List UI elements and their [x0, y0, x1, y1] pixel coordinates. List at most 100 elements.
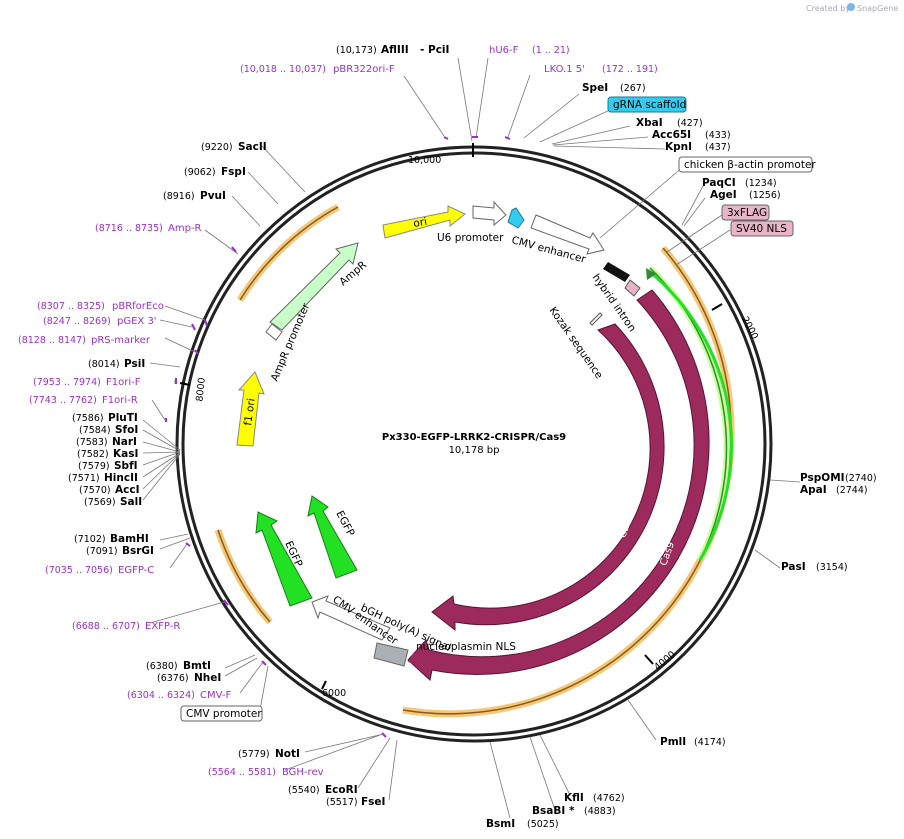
primer-egfpc-name[interactable]: EGFP-C — [118, 565, 154, 576]
tick-6000 — [321, 680, 327, 690]
primer-pbrforeco-range: (8307 .. 8325) — [37, 301, 105, 312]
primer-hu6f-range: (1 .. 21) — [532, 45, 570, 56]
ampr-arc — [239, 206, 339, 301]
enzyme-bsabi-pos: (4883) — [584, 806, 616, 817]
primer-prsmarker-name[interactable]: pRS-marker — [91, 335, 151, 346]
cmv-promoter-label[interactable]: CMV promoter — [186, 708, 262, 720]
enzyme-afliii-name[interactable]: AflIII — [381, 44, 409, 56]
egfp-right-line — [649, 270, 733, 561]
primer-pbrforeco-name[interactable]: pBRforEco — [112, 301, 164, 312]
enzyme-spei-name[interactable]: SpeI — [582, 82, 608, 94]
grna-scaffold-box — [607, 96, 687, 113]
enzyme-bmti-pos: (6380) — [146, 661, 178, 672]
primer-pbr322-range: (10,018 .. 10,037) — [240, 64, 326, 75]
enzyme-bmti-name[interactable]: BmtI — [183, 660, 211, 672]
primer-hu6f-name[interactable]: hU6-F — [489, 45, 519, 56]
enzyme-pmli-name[interactable]: PmlI — [660, 736, 686, 748]
primer-f1orir-name[interactable]: F1ori-R — [102, 395, 138, 406]
kozak-block — [589, 312, 603, 326]
cas9-outer-arc — [402, 247, 732, 715]
enzyme-fspi-name[interactable]: FspI — [221, 166, 246, 178]
tick-label-8000: 8000 — [194, 377, 207, 402]
enzyme-pasi-name[interactable]: PasI — [781, 561, 806, 573]
enzyme-fspi-pos: (9062) — [184, 167, 216, 178]
primer-ampr-name[interactable]: Amp-R — [168, 223, 202, 234]
grna-scaffold-label[interactable]: gRNA scaffold — [613, 99, 686, 111]
enzyme-hincii-name[interactable]: HincII — [104, 472, 138, 484]
enzyme-sbfi-name[interactable]: SbfI — [114, 460, 138, 472]
primer-exfpr-range: (6688 .. 6707) — [72, 621, 140, 632]
tick-8000 — [179, 382, 191, 386]
primer-cmvf-name[interactable]: CMV-F — [200, 690, 231, 701]
primer-labels: hU6-F (1 .. 21) LKO.1 5' (172 .. 191) (1… — [18, 45, 658, 778]
enzyme-ecori-name[interactable]: EcoRI — [325, 784, 358, 796]
3xflag-box — [721, 204, 770, 221]
enzyme-paqci-name[interactable]: PaqCI — [702, 177, 736, 189]
egfp-arc — [217, 529, 271, 623]
primer-pgex3-name[interactable]: pGEX 3' — [117, 316, 157, 327]
enzyme-fsei-name[interactable]: FseI — [361, 796, 385, 808]
primer-f1orif-name[interactable]: F1ori-F — [106, 377, 141, 388]
primer-lko1-range: (172 .. 191) — [602, 64, 658, 75]
enzyme-noti-pos: (5779) — [238, 749, 270, 760]
enzyme-pvui-name[interactable]: PvuI — [200, 190, 226, 202]
f1-ori-label: f1 ori — [242, 398, 258, 427]
enzyme-kasi-name[interactable]: KasI — [113, 448, 138, 460]
enzyme-psii-pos: (8014) — [88, 359, 120, 370]
enzyme-noti-name[interactable]: NotI — [275, 748, 300, 760]
3xflag-label[interactable]: 3xFLAG — [727, 207, 767, 219]
enzyme-kfli-pos: (4762) — [593, 793, 625, 804]
enzyme-acci-name[interactable]: AccI — [115, 484, 139, 496]
ori-label: ori — [412, 216, 428, 230]
enzyme-pspomi-name[interactable]: PspOMI — [800, 472, 845, 484]
primer-ampr-range: (8716 .. 8735) — [95, 223, 163, 234]
enzyme-bsabi-name[interactable]: BsaBI — [532, 805, 565, 817]
credit-created-by: Created by — [806, 4, 850, 13]
chicken-actin-box — [678, 156, 813, 173]
bgh-polya-block — [373, 642, 409, 667]
enzyme-bsrgi-name[interactable]: BsrGI — [122, 545, 154, 557]
u6-promoter-arrow — [472, 200, 507, 227]
primer-pgex3-range: (8247 .. 8269) — [43, 316, 111, 327]
cmv-enhancer-bottom-arrow — [311, 595, 391, 641]
enzyme-sacii-name[interactable]: SacII — [238, 141, 267, 153]
enzyme-pvui-pos: (8916) — [163, 191, 195, 202]
enzyme-acc65i-name[interactable]: Acc65I — [652, 129, 691, 141]
enzyme-xbai-name[interactable]: XbaI — [636, 117, 663, 129]
enzyme-pluti-name[interactable]: PluTI — [108, 412, 138, 424]
enzyme-agei-name[interactable]: AgeI — [710, 189, 737, 201]
primer-exfpr-name[interactable]: EXFP-R — [145, 621, 180, 632]
cmv-promoter-box — [180, 705, 263, 722]
enzyme-kfli-name[interactable]: KflI — [564, 792, 584, 804]
enzyme-apai-name[interactable]: ApaI — [800, 484, 827, 496]
primer-bghrev-name[interactable]: BGH-rev — [282, 767, 324, 778]
enzyme-nhei-name[interactable]: NheI — [194, 672, 221, 684]
enzyme-bamhi-pos: (7102) — [74, 534, 106, 545]
tick-label-10000: 10,000 — [408, 155, 441, 166]
enzyme-sfoi-pos: (7584) — [79, 425, 111, 436]
cas9-outer-arrow — [407, 289, 710, 681]
enzyme-psii-name[interactable]: PsiI — [124, 358, 145, 370]
enzyme-bsmi-name[interactable]: BsmI — [486, 818, 515, 830]
sv40-nls-label[interactable]: SV40 NLS — [736, 223, 787, 235]
tick-4000 — [644, 654, 654, 665]
chicken-actin-label[interactable]: chicken β-actin promoter — [684, 159, 816, 171]
enzyme-kpni-name[interactable]: KpnI — [665, 141, 692, 153]
enzyme-kpni-pos: (437) — [705, 142, 731, 153]
enzyme-pcii-name[interactable]: - PciI — [420, 44, 449, 56]
enzyme-sbfi-pos: (7579) — [78, 461, 110, 472]
primer-lko1-name[interactable]: LKO.1 5' — [544, 64, 585, 75]
primer-marks — [165, 136, 511, 738]
enzyme-pmli-pos: (4174) — [694, 737, 726, 748]
enzyme-bamhi-name[interactable]: BamHI — [110, 533, 149, 545]
cas9-inner-arrow — [431, 323, 665, 632]
enzyme-sfoi-name[interactable]: SfoI — [115, 424, 138, 436]
primer-cmvf-range: (6304 .. 6324) — [127, 690, 195, 701]
egfp-arrow-1 — [255, 511, 313, 607]
primer-pbr322-name[interactable]: pBR322ori-F — [333, 64, 395, 75]
primer-bghrev-range: (5564 .. 5581) — [208, 767, 276, 778]
enzyme-nari-name[interactable]: NarI — [112, 436, 137, 448]
egfp-right-arrowhead — [646, 268, 656, 280]
enzyme-sali-name[interactable]: SalI — [120, 496, 142, 508]
